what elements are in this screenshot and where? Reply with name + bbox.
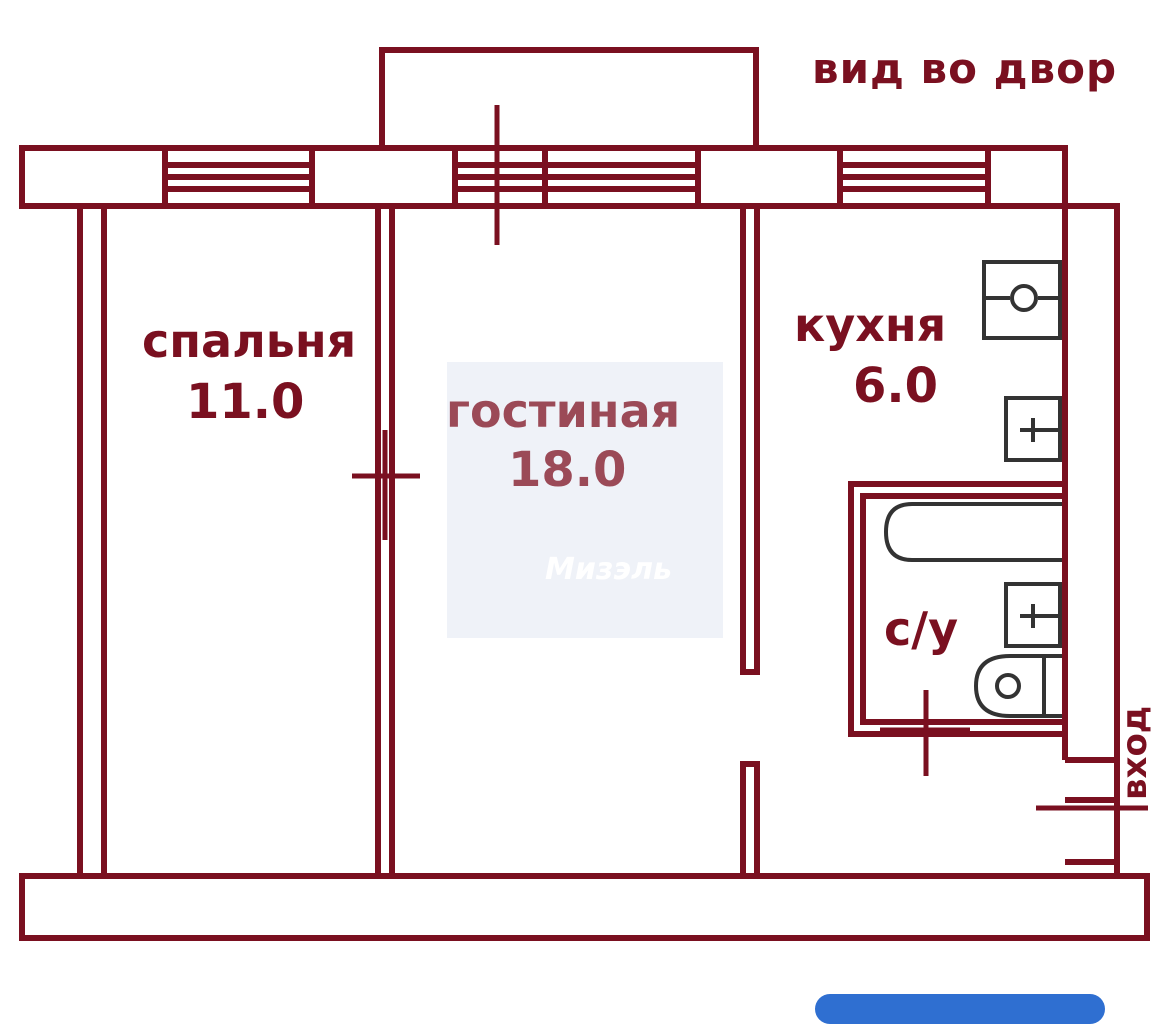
entry-label: вход [1115,705,1155,800]
kitchen-name: кухня [794,298,947,352]
bedroom-name: спальня [142,314,357,368]
living-room-name: гостиная [446,384,681,438]
floor-plan-drawing [19,47,1150,941]
kitchen-sink-fixture [1004,396,1062,462]
bedroom-door-marker [352,430,420,540]
bathroom-sink-fixture [1004,582,1062,648]
bathroom-door-marker [880,690,970,776]
entry-vestibule [1065,757,1117,865]
partition-bedroom-living [375,203,395,879]
toilet-fixture [973,654,1062,718]
bathroom-inner [860,493,1068,725]
bathroom-name: с/у [884,602,959,656]
contact-button[interactable] [815,994,1105,1024]
watermark-text: Мизэль [545,552,673,587]
left-wall [77,203,107,879]
window-kitchen [837,148,991,206]
watermark-logo [447,362,723,638]
kitchen-area: 6.0 [853,358,939,414]
partition-living-kitchen-lower [740,761,760,879]
bedroom-area: 11.0 [186,374,305,430]
window-bedroom [162,148,315,206]
balcony [379,47,759,151]
stove-fixture [982,260,1062,340]
bathtub-fixture [883,502,1062,562]
right-wall [1062,203,1120,876]
living-room-area: 18.0 [508,442,627,498]
bottom-wall [19,873,1150,941]
view-label: вид во двор [812,44,1118,93]
window-living [452,148,701,206]
partition-living-kitchen-upper [740,203,760,675]
